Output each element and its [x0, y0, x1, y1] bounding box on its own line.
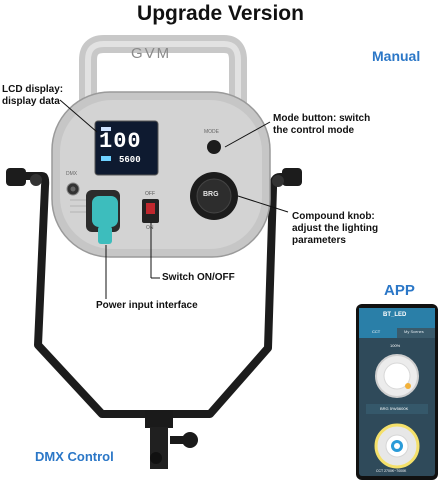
knob-callout-line-1: Compound knob:	[292, 211, 375, 222]
phone-dial-1-label: 100%	[390, 343, 401, 348]
mode-callout-line	[224, 121, 271, 148]
knob-callout-line-3: parameters	[292, 235, 346, 246]
knob-callout-line-2: adjust the lighting	[292, 223, 379, 234]
manual-label: Manual	[372, 48, 421, 64]
app-label: APP	[384, 282, 415, 299]
knob-callout-line	[237, 195, 289, 213]
power-callout: Power input interface	[96, 300, 198, 311]
phone-tab-cct[interactable]: CCT	[372, 329, 381, 334]
yoke-right-knob	[282, 168, 302, 186]
yoke-left-knob	[6, 168, 26, 186]
lcd-brightness-value: 100	[99, 129, 142, 154]
phone-title: BT_LED	[383, 312, 407, 318]
mode-text: MODE	[204, 129, 219, 135]
mode-callout-line-1: Mode button: switch	[273, 113, 371, 124]
lcd-callout-line-1: LCD display:	[2, 84, 64, 95]
mode-callout-line-2: the control mode	[273, 125, 355, 136]
lcd-callout-line-2: display data	[2, 96, 60, 107]
phone-tab-scenes[interactable]: My Scenes	[404, 329, 424, 334]
dmx-port-text: DMX	[66, 171, 78, 177]
phone-header	[359, 308, 435, 328]
dmx-control-label: DMX Control	[35, 449, 114, 464]
mode-button	[207, 140, 221, 154]
lcd-callout: LCD display: display data	[2, 84, 63, 108]
knob-label: BRG	[203, 191, 219, 198]
switch-off-text: OFF	[145, 191, 155, 197]
brand-logo-text: GVM	[131, 45, 172, 62]
mode-callout: Mode button: switch the control mode	[273, 113, 370, 137]
stand-mount	[145, 410, 173, 428]
page-title: Upgrade Version	[137, 2, 304, 25]
lcd-display	[94, 120, 159, 176]
lcd-temperature-value: 5600	[119, 155, 141, 165]
phone-readout: BRG 5%/5600K	[380, 406, 409, 411]
switch-on-text: ON	[146, 225, 154, 231]
lcd-callout-line	[59, 99, 98, 133]
switch-callout: Switch ON/OFF	[162, 272, 235, 283]
knob-callout: Compound knob: adjust the lighting param…	[292, 211, 378, 247]
phone-dial-2-label: CCT 2700K~7000K	[376, 469, 407, 473]
